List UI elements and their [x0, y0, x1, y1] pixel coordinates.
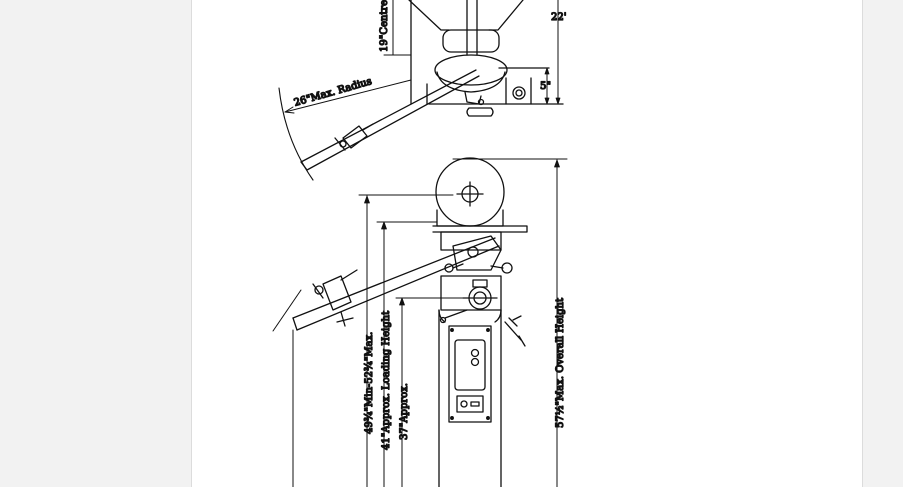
label-range: 49¾"Min-52¾"Max. [364, 332, 375, 434]
label-loading-height: 41"Approx. Loading Height [381, 311, 392, 450]
label-approx-37: 37"Approx. [399, 383, 410, 440]
machine-drawing: 19"Centre 22' 5" 26"Max. Radius 49¾"Min-… [272, 0, 568, 487]
label-offset: 5" [540, 81, 551, 92]
side-elevation [272, 157, 568, 487]
plan-view [278, 0, 564, 181]
label-top-right: 22' [551, 12, 566, 23]
label-overall-height: 57½"Max. Overall Height [555, 298, 566, 428]
label-centre: 19"Centre [379, 0, 390, 52]
document-page: 19"Centre 22' 5" 26"Max. Radius 49¾"Min-… [191, 0, 863, 487]
